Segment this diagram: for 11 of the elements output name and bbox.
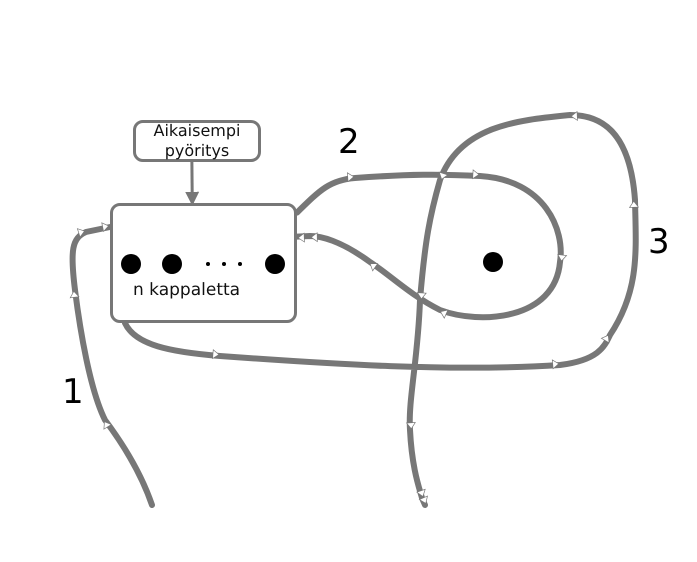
callout-text: Aikaisempi pyöritys: [152, 121, 242, 161]
callout-box: [133, 120, 261, 162]
curved-path-arrow: [70, 222, 155, 508]
path-number: 3: [648, 222, 670, 262]
dots-box: [110, 203, 297, 323]
pointer-arrow: [185, 160, 200, 206]
box-caption: n kappaletta: [133, 280, 240, 300]
curved-path-arrow: [122, 111, 639, 508]
path-number: 2: [338, 122, 360, 162]
curved-path-arrow: [294, 169, 568, 320]
path-number: 1: [62, 372, 84, 412]
